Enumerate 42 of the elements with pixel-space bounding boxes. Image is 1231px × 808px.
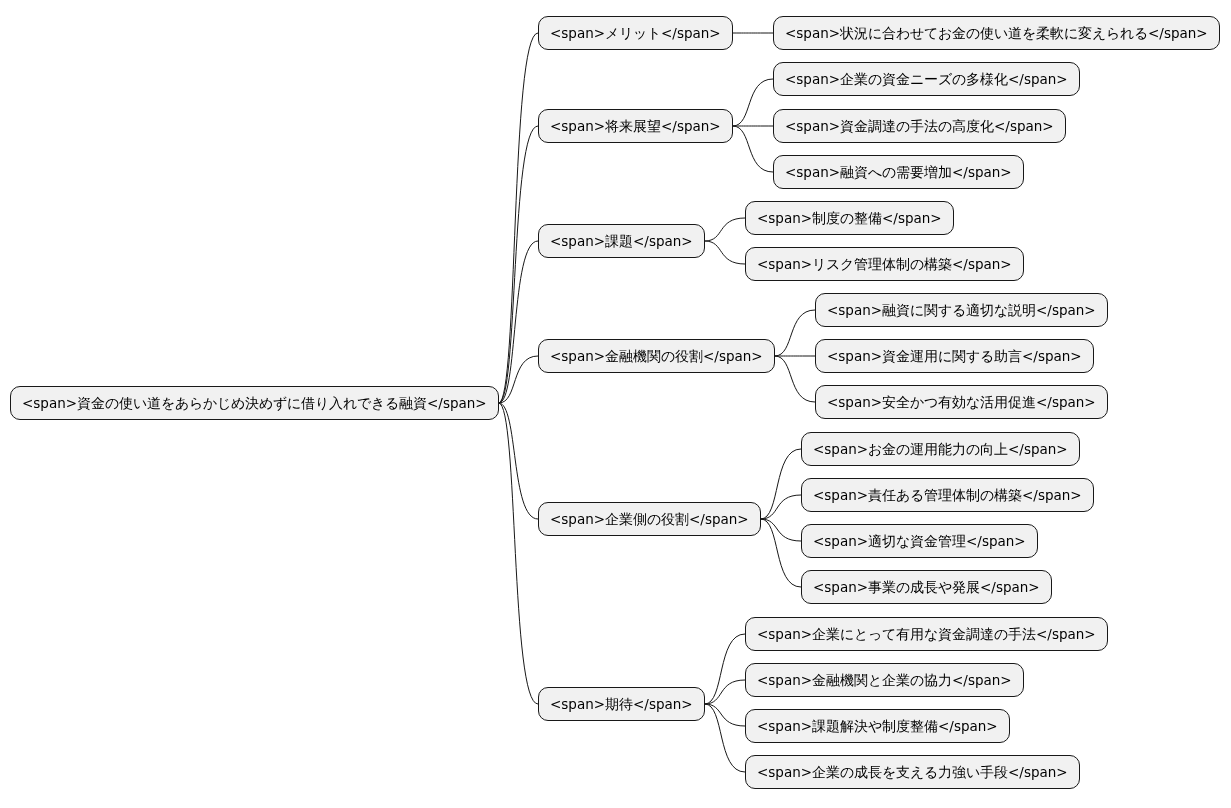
topic-node: <span>金融機関の役割</span> [538,339,775,373]
topic-node: <span>金融機関と企業の協力</span> [745,663,1024,697]
connector-line [732,125,774,127]
connector-line [498,402,539,705]
connector-line [498,402,539,520]
topic-node: <span>企業にとって有用な資金調達の手法</span> [745,617,1108,651]
topic-node: <span>企業の資金ニーズの多様化</span> [773,62,1080,96]
topic-node: <span>資金運用に関する助言</span> [815,339,1094,373]
topic-node: <span>お金の運用能力の向上</span> [801,432,1080,466]
connector-line [498,355,539,404]
connector-line [704,703,746,773]
topic-node: <span>適切な資金管理</span> [801,524,1038,558]
topic-node: <span>責任ある管理体制の構築</span> [801,478,1094,512]
topic-node: <span>課題解決や制度整備</span> [745,709,1010,743]
topic-node: <span>メリット</span> [538,16,733,50]
topic-node: <span>融資への需要増加</span> [773,155,1024,189]
topic-node: <span>期待</span> [538,687,705,721]
topic-node: <span>事業の成長や発展</span> [801,570,1052,604]
connector-line [498,240,539,404]
topic-node: <span>安全かつ有効な活用促進</span> [815,385,1108,419]
topic-node: <span>融資に関する適切な説明</span> [815,293,1108,327]
connector-line [732,125,774,173]
topic-node: <span>状況に合わせてお金の使い道を柔軟に変えられる</span> [773,16,1220,50]
connector-line [704,703,746,727]
connector-line [732,32,774,34]
topic-node: <span>資金の使い道をあらかじめ決めずに借り入れできる融資</span> [10,386,499,420]
topic-node: <span>企業側の役割</span> [538,502,761,536]
topic-node: <span>将来展望</span> [538,109,733,143]
connector-line [760,518,802,542]
connector-line [760,518,802,588]
connector-line [704,217,746,242]
connector-line [704,240,746,265]
connector-line [498,125,539,404]
connector-line [704,679,746,705]
topic-node: <span>企業の成長を支える力強い手段</span> [745,755,1080,789]
topic-node: <span>資金調達の手法の高度化</span> [773,109,1066,143]
connector-line [760,494,802,520]
topic-node: <span>リスク管理体制の構築</span> [745,247,1024,281]
connector-line [774,355,816,357]
topic-node: <span>課題</span> [538,224,705,258]
topic-node: <span>制度の整備</span> [745,201,954,235]
connector-line [774,355,816,403]
